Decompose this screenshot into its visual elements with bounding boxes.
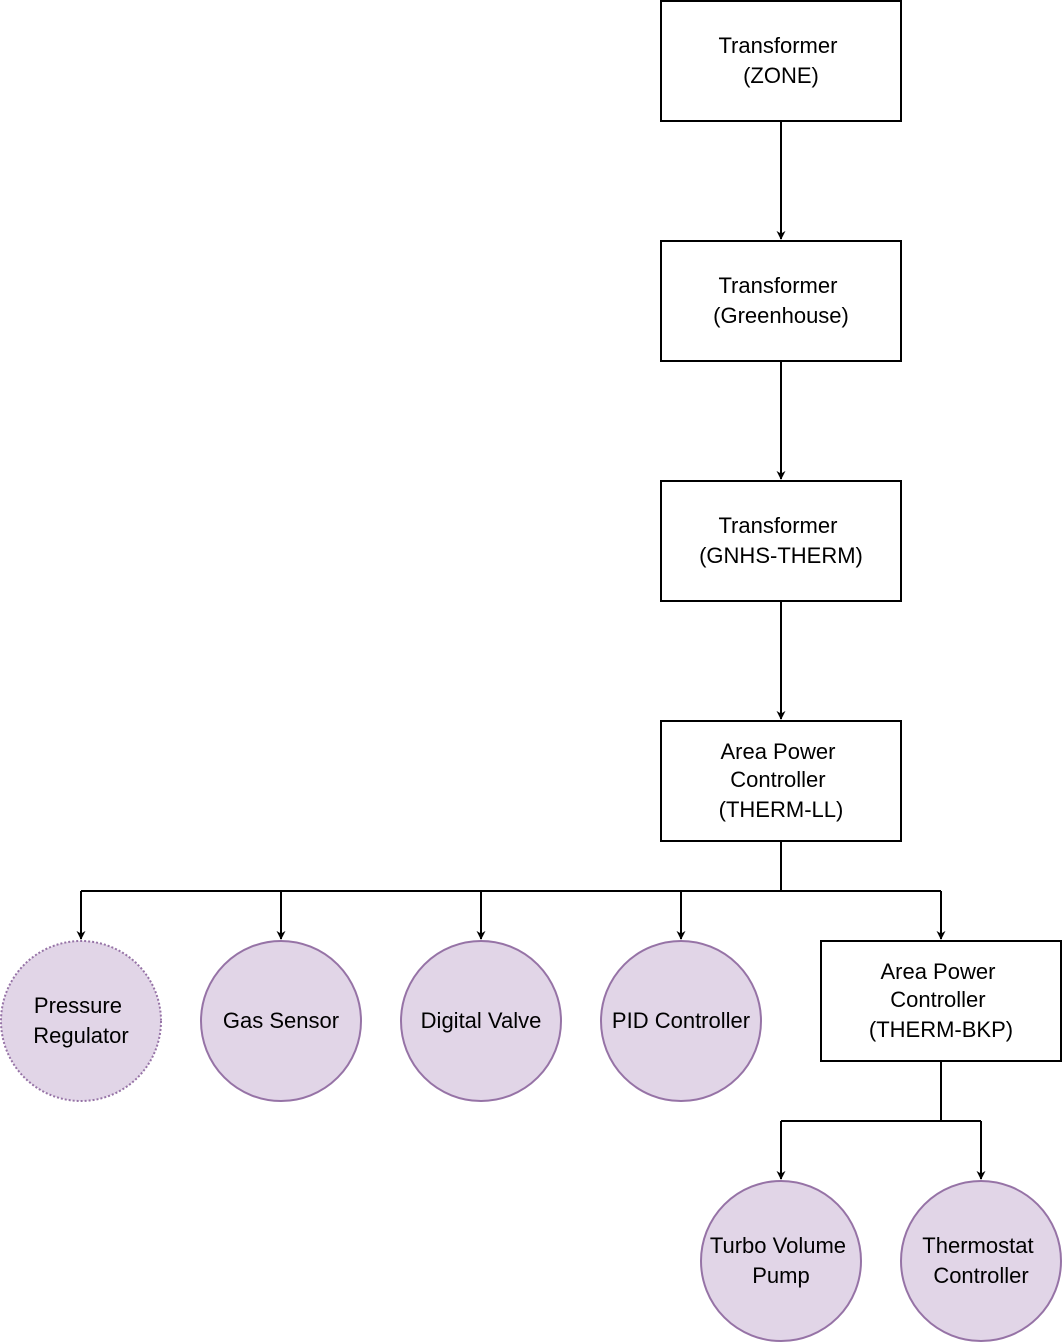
node-transformer-greenhouse[interactable]: Transformer (Greenhouse) <box>660 240 902 362</box>
edges <box>76 121 986 1180</box>
node-pid-controller[interactable]: PID Controller <box>600 940 762 1102</box>
node-label: Gas Sensor <box>223 1008 339 1033</box>
node-turbo-volume-pump[interactable]: Turbo Volume Pump <box>700 1180 862 1342</box>
node-label: Transformer (ZONE) <box>718 33 843 88</box>
node-pressure-regulator[interactable]: Pressure Regulator <box>0 940 162 1102</box>
node-label: Pressure Regulator <box>33 993 128 1048</box>
node-label: Area Power Controller (THERM-LL) <box>719 739 844 822</box>
node-label: PID Controller <box>612 1008 750 1033</box>
node-label: Transformer (Greenhouse) <box>713 273 849 328</box>
node-label: Area Power Controller (THERM-BKP) <box>869 959 1013 1042</box>
node-thermostat-controller[interactable]: Thermostat Controller <box>900 1180 1062 1342</box>
node-label: Digital Valve <box>421 1008 542 1033</box>
node-transformer-gnhs-therm[interactable]: Transformer (GNHS-THERM) <box>660 480 902 602</box>
node-area-power-controller-therm-ll[interactable]: Area Power Controller (THERM-LL) <box>660 720 902 842</box>
node-digital-valve[interactable]: Digital Valve <box>400 940 562 1102</box>
node-transformer-zone[interactable]: Transformer (ZONE) <box>660 0 902 122</box>
node-label: Transformer (GNHS-THERM) <box>699 513 863 568</box>
node-label: Turbo Volume Pump <box>710 1233 852 1288</box>
node-gas-sensor[interactable]: Gas Sensor <box>200 940 362 1102</box>
node-label: Thermostat Controller <box>922 1233 1039 1288</box>
node-area-power-controller-therm-bkp[interactable]: Area Power Controller (THERM-BKP) <box>820 940 1062 1062</box>
